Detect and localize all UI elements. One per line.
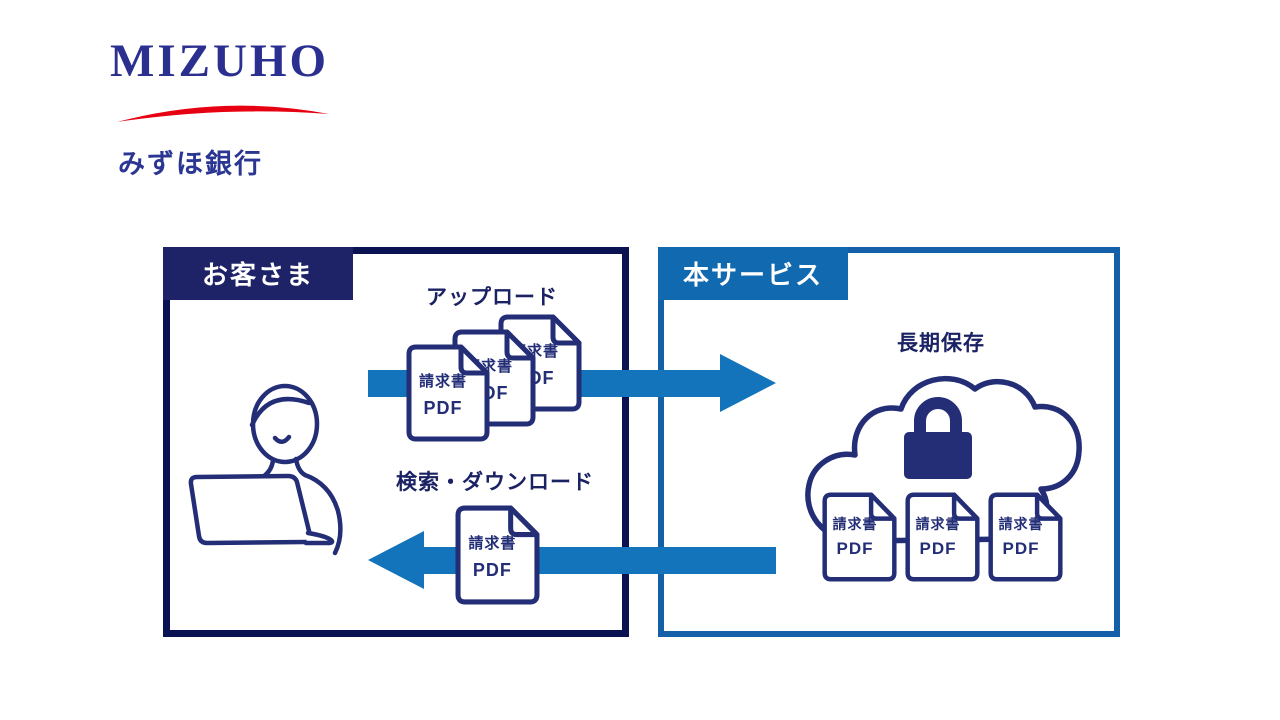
document-format: PDF	[472, 560, 512, 580]
upload-document-front: 請求書 PDF	[406, 344, 490, 442]
download-label: 検索・ダウンロード	[396, 471, 594, 494]
service-panel-title: 本サービス	[658, 247, 848, 300]
mizuho-red-swoosh-icon	[117, 105, 329, 122]
stored-document-3: 請求書 PDF	[988, 492, 1063, 582]
document-title: 請求書	[832, 515, 878, 532]
document-format: PDF	[423, 397, 463, 418]
document-title: 請求書	[915, 515, 961, 532]
stored-document-2: 請求書 PDF	[905, 492, 980, 582]
customer-panel-title: お客さま	[163, 247, 353, 300]
upload-label: アップロード	[426, 286, 558, 309]
download-arrow-left-icon	[368, 531, 776, 589]
document-title: 請求書	[468, 535, 517, 552]
document-format: PDF	[1002, 538, 1040, 558]
document-format: PDF	[836, 538, 874, 558]
mizuho-logo: MIZUHO みずほ銀行	[110, 35, 370, 179]
mizuho-wordmark: MIZUHO	[110, 35, 330, 87]
document-title: 請求書	[998, 515, 1044, 532]
person-at-laptop-icon	[188, 383, 343, 556]
document-title: 請求書	[418, 373, 467, 391]
lock-icon	[904, 397, 972, 479]
mizuho-bank-name: みずほ銀行	[118, 149, 263, 179]
download-document: 請求書 PDF	[455, 505, 540, 605]
stored-document-1: 請求書 PDF	[822, 492, 897, 582]
storage-label: 長期保存	[897, 332, 985, 355]
document-format: PDF	[919, 538, 957, 558]
